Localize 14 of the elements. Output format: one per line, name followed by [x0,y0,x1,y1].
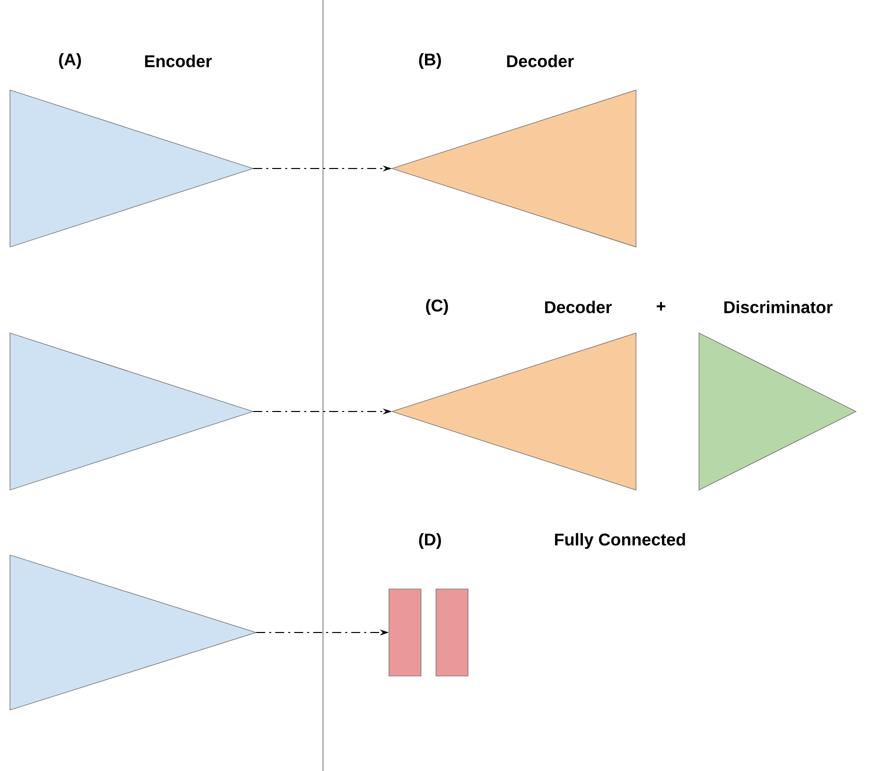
panel-letter: (D) [419,533,441,549]
panel-letter: (A) [59,53,81,69]
bar [436,588,468,676]
heading: Fully Connected [555,533,685,549]
triangle [391,90,636,248]
panel-letter: (C) [426,299,448,315]
triangle [698,332,857,490]
triangle [10,90,254,248]
triangle [10,332,254,490]
triangle [391,332,636,490]
triangle [10,554,257,710]
panel-letter: (B) [419,53,441,69]
bar [388,588,422,676]
plus-sign: + [656,302,666,311]
